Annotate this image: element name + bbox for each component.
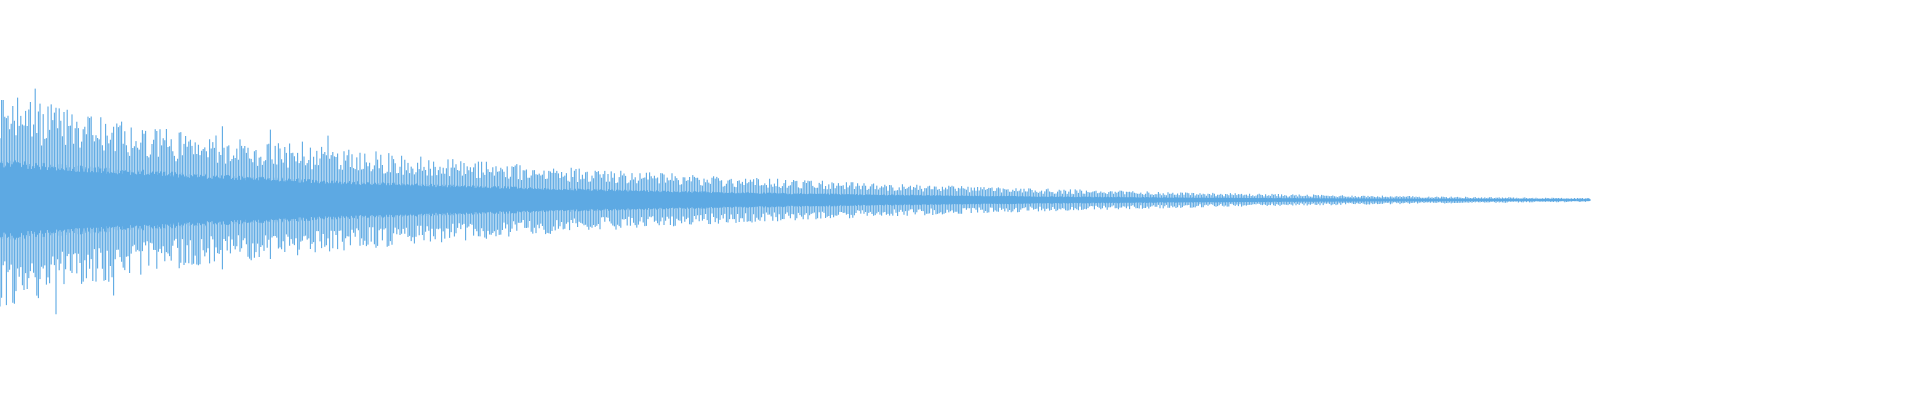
waveform-bars (0, 88, 1591, 315)
waveform-core (0, 160, 1591, 240)
